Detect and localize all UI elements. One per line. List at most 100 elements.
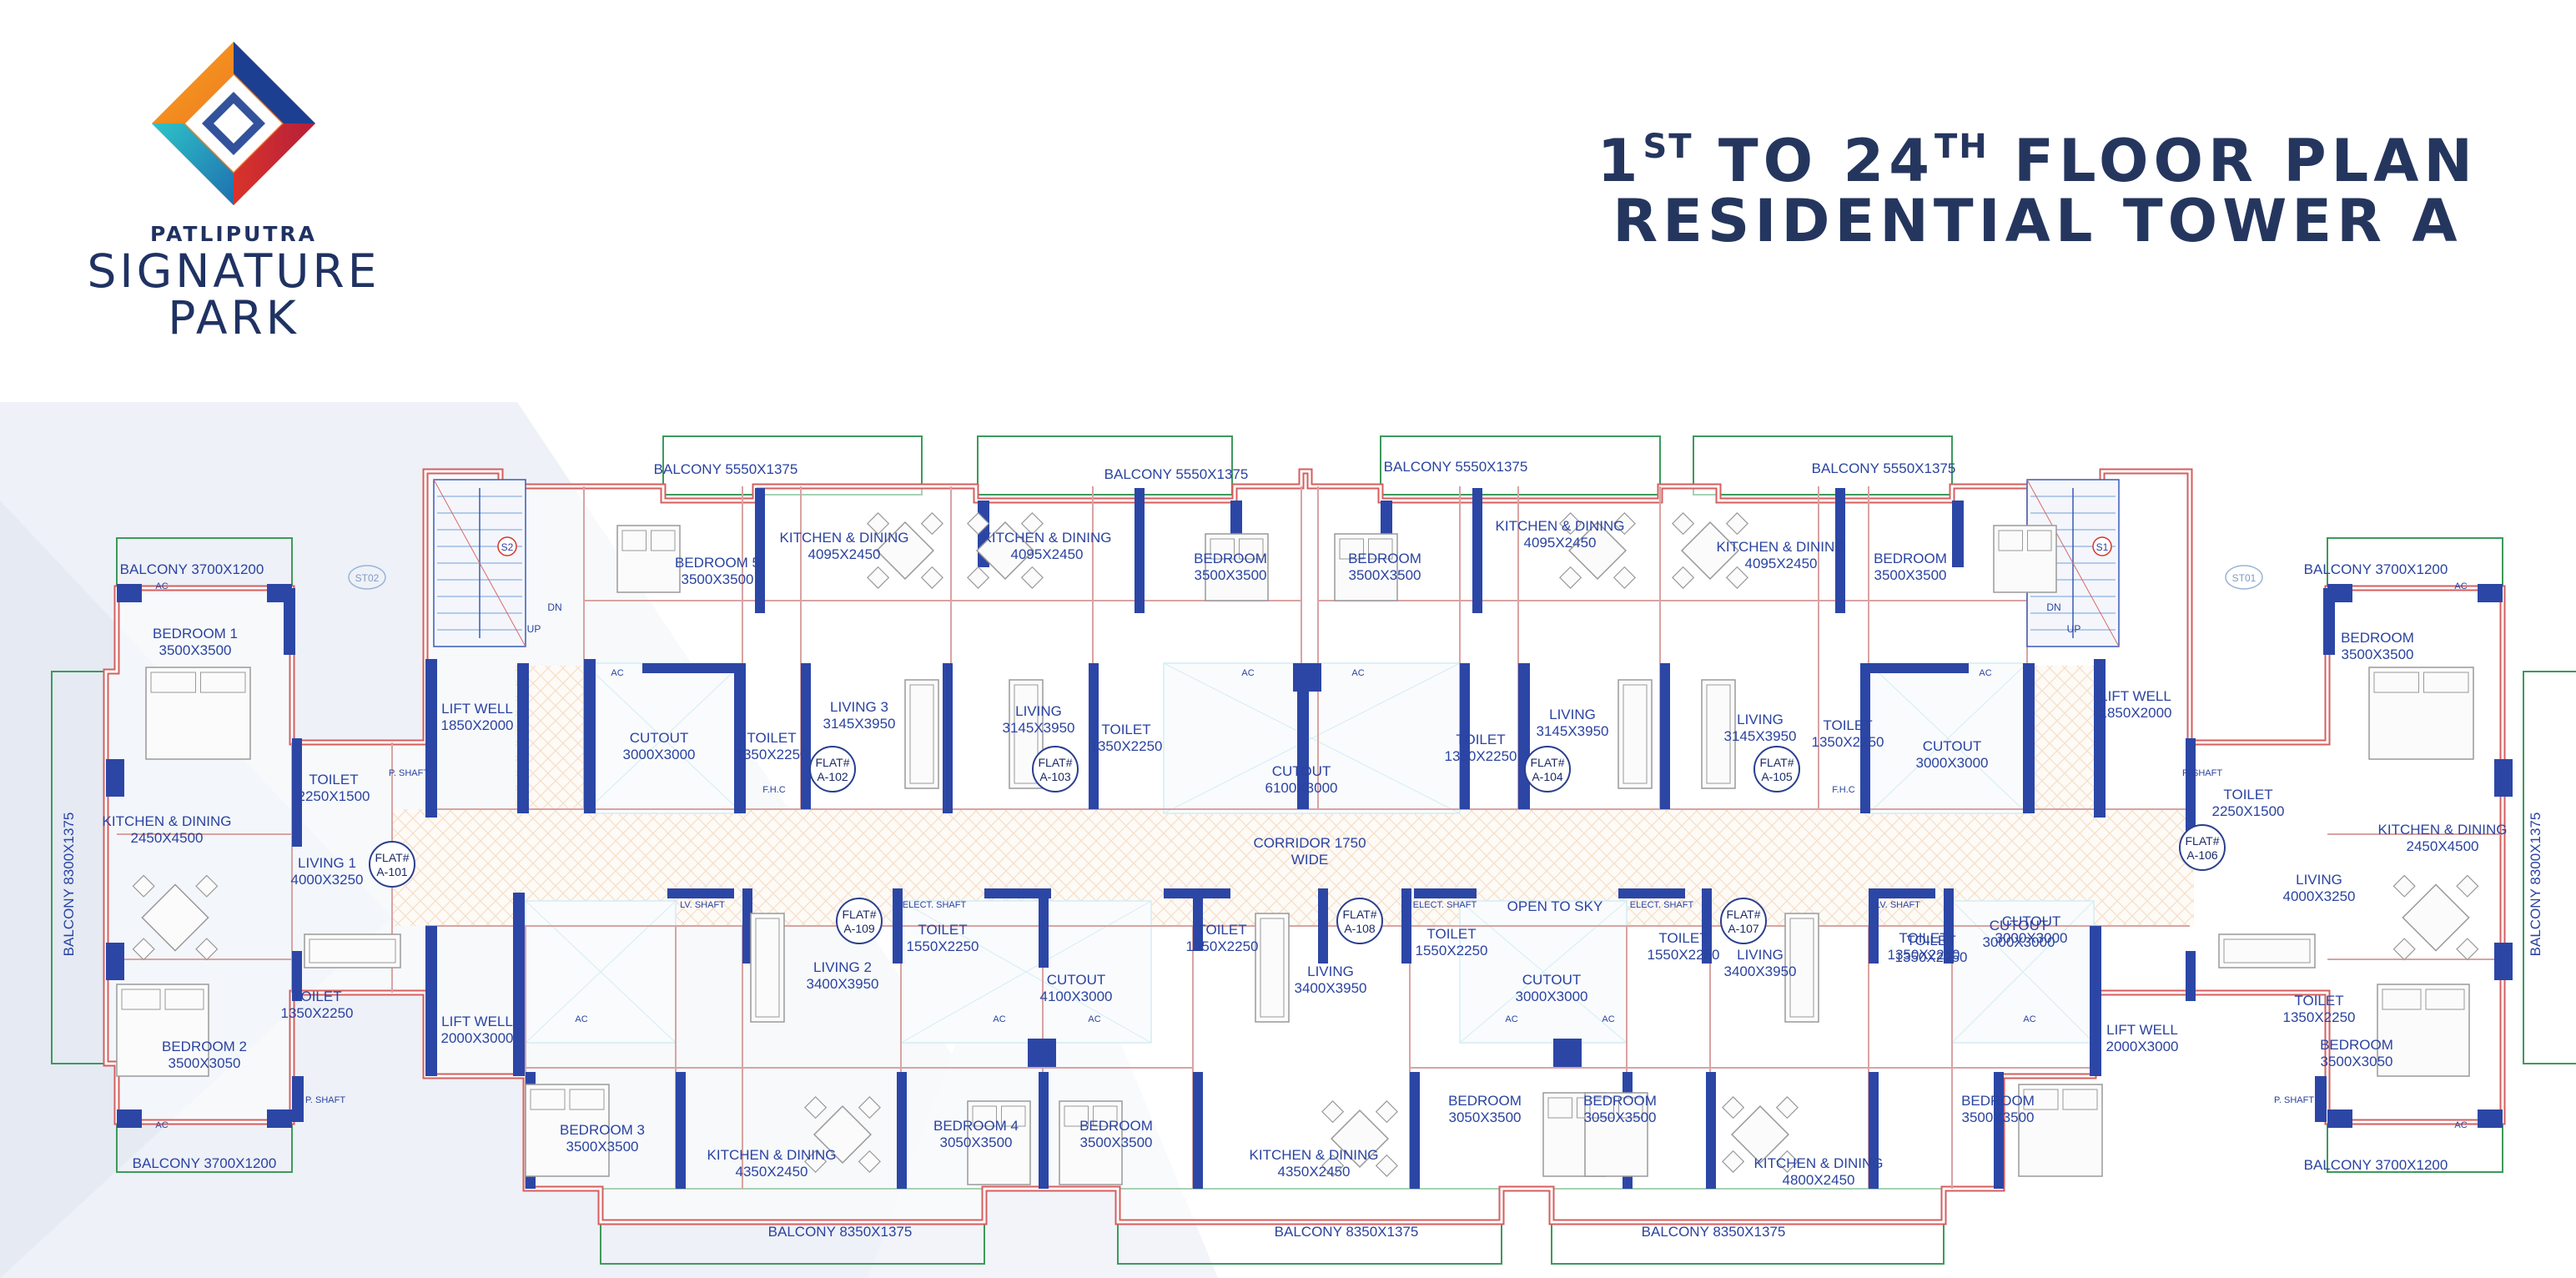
- dining-table: [1680, 521, 1740, 581]
- room-label: BEDROOM: [1194, 551, 1267, 566]
- room-dimension: 4095X2450: [1745, 556, 1818, 571]
- wall-segment: [2478, 1109, 2503, 1128]
- fixture-label: F.H.C: [762, 785, 786, 795]
- dining-table: [2402, 883, 2470, 952]
- sofa-cushion: [1706, 684, 1731, 784]
- room-label: BALCONY 5550X1375: [1812, 460, 1956, 476]
- room-label: TOILET: [1899, 930, 1948, 946]
- fixture-label: AC: [1602, 1014, 1614, 1024]
- room-dimension: 3400X3950: [807, 976, 879, 992]
- flat-marker-name: FLAT#: [816, 756, 850, 769]
- chair: [1559, 512, 1582, 536]
- bed: [1334, 533, 1398, 601]
- chair: [967, 512, 990, 536]
- chair: [1020, 512, 1044, 536]
- chair: [1722, 1096, 1745, 1120]
- flat-marker-name: FLAT#: [843, 908, 877, 921]
- stair-marker-label: S2: [501, 541, 514, 553]
- wall-segment: [267, 1109, 292, 1128]
- wall-segment: [1460, 663, 1470, 809]
- wall-segment: [1318, 888, 1328, 964]
- wall-segment: [1293, 663, 1321, 692]
- room-dimension: 1550X2250: [1648, 947, 1720, 963]
- bed: [1205, 533, 1269, 601]
- room-dimension: 3050X3500: [940, 1135, 1013, 1150]
- pillow: [1368, 538, 1393, 560]
- room-label: BEDROOM: [1583, 1093, 1657, 1109]
- flat-marker-id: A-104: [1532, 770, 1563, 783]
- chair: [1775, 1150, 1799, 1173]
- chair: [1375, 1154, 1398, 1177]
- dining-table: [141, 883, 209, 952]
- flat-marker-id: A-106: [2186, 848, 2218, 862]
- room-dimension: 1350X2250: [736, 747, 808, 762]
- pillow: [2373, 672, 2419, 693]
- room-label: BEDROOM 3: [560, 1122, 645, 1138]
- wall-segment: [425, 926, 437, 1076]
- stair-direction: DN: [547, 601, 561, 613]
- chair: [867, 512, 890, 536]
- room-dimension: 4095X2450: [1011, 546, 1084, 562]
- room-label: BALCONY 3700X1200: [2304, 561, 2448, 577]
- sofa: [304, 933, 401, 969]
- stair-direction: UP: [527, 623, 541, 635]
- pillow: [1001, 1105, 1026, 1127]
- wall-segment: [742, 888, 752, 964]
- room-dimension: 3000X3000: [1983, 934, 2055, 950]
- room-dimension: 4095X2450: [808, 546, 881, 562]
- corridor-label: WIDE: [1291, 852, 1328, 868]
- flat-marker-name: FLAT#: [375, 851, 410, 864]
- pillow: [621, 530, 647, 551]
- wall-segment: [1952, 501, 1964, 567]
- room-label: LIVING: [1015, 703, 1062, 719]
- wall-segment: [513, 893, 525, 1076]
- fixture-label: AC: [611, 668, 623, 678]
- chair: [1725, 566, 1748, 589]
- room-dimension: 4000X3250: [2283, 888, 2356, 904]
- stair-marker: [497, 536, 517, 556]
- chair: [920, 566, 943, 589]
- pillow: [164, 989, 204, 1010]
- dining-table: [1330, 1109, 1390, 1169]
- pillow: [651, 530, 676, 551]
- chair: [1020, 566, 1044, 589]
- stair-tag-ellipse: [348, 565, 386, 590]
- open-to-sky-label: OPEN TO SKY: [1507, 898, 1603, 914]
- bed: [1993, 525, 2057, 593]
- flat-marker-name: FLAT#: [1343, 908, 1377, 921]
- sofa-cushion: [1260, 918, 1285, 1018]
- room-label: BALCONY 8350X1375: [1275, 1224, 1419, 1240]
- pillow: [2023, 1089, 2059, 1110]
- room-label: BALCONY 8350X1375: [1642, 1224, 1786, 1240]
- wall-segment: [1869, 888, 1879, 964]
- room-label: BEDROOM: [1079, 1118, 1153, 1134]
- chair: [1775, 1096, 1799, 1120]
- wall-segment: [1706, 1072, 1716, 1189]
- corridor-label: CORRIDOR 1750: [1253, 835, 1366, 851]
- stair-direction: UP: [2067, 623, 2081, 635]
- room-label: TOILET: [2294, 993, 2343, 1009]
- chair: [1375, 1100, 1398, 1124]
- room-dimension: 3000X3000: [1995, 930, 2068, 946]
- bed: [2018, 1084, 2103, 1177]
- fixture-label: AC: [575, 1014, 587, 1024]
- wall-segment: [2094, 659, 2106, 818]
- wall-segment: [1860, 663, 1870, 813]
- dining-table: [875, 521, 935, 581]
- wall-segment: [292, 951, 302, 1001]
- fixture-label: ELECT. SHAFT: [1630, 900, 1694, 910]
- chair: [1559, 566, 1582, 589]
- room-dimension: 3500X3500: [1195, 567, 1267, 583]
- room-dimension: 4350X2450: [1278, 1164, 1351, 1180]
- wall-segment: [1835, 488, 1845, 613]
- sofa: [2218, 933, 2316, 969]
- pillow: [200, 672, 246, 693]
- fixture-label: AC: [155, 581, 168, 591]
- fixture-label: P. SHAFT: [389, 768, 429, 778]
- room-label: LIFT WELL: [441, 701, 513, 717]
- stair-marker-label: S1: [2096, 541, 2109, 553]
- room-dimension: 2450X4500: [2407, 838, 2479, 854]
- room-label: LIVING: [2296, 872, 2342, 888]
- wall-segment: [1518, 663, 1530, 809]
